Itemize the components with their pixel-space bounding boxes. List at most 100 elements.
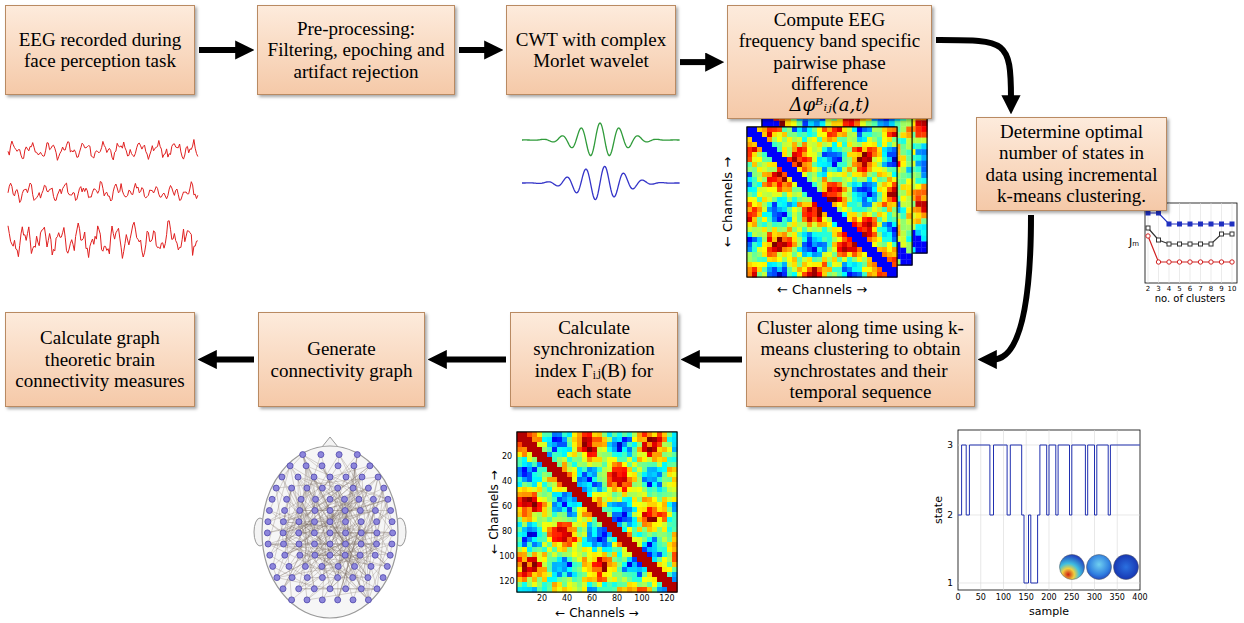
matrix-cell: [857, 192, 862, 197]
matrix-cell: [777, 137, 782, 142]
matrix-cell: [847, 162, 852, 167]
matrix-cell: [906, 121, 912, 127]
matrix-cell: [900, 202, 906, 208]
matrix-cell: [792, 187, 797, 192]
matrix-cell: [846, 241, 852, 247]
matrix-cell: [777, 227, 782, 232]
matrix-cell: [867, 212, 872, 217]
matrix-cell: [797, 167, 802, 172]
matrix-cell: [882, 132, 887, 137]
matrix-cell: [792, 227, 797, 232]
matrix-cell: [777, 217, 782, 222]
matrix-cell: [832, 137, 837, 142]
matrix-cell: [817, 147, 822, 152]
matrix-cell: [877, 121, 883, 127]
matrix-cell: [797, 222, 802, 227]
matrix-cell: [900, 121, 906, 127]
matrix-cell: [817, 202, 822, 207]
matrix-cell: [921, 230, 927, 236]
matrix-cell: [906, 207, 912, 213]
matrix-cell: [857, 187, 862, 192]
matrix-cell: [757, 177, 762, 182]
matrix-cell: [812, 166, 818, 172]
matrix-cell: [887, 207, 892, 212]
matrix-cell: [877, 192, 882, 197]
matrix-cell: [802, 192, 807, 197]
matrix-cell: [787, 192, 792, 197]
matrix-cell: [817, 132, 822, 137]
matrix-cell: [915, 178, 921, 184]
matrix-cell: [832, 157, 837, 162]
matrix-cell: [757, 162, 762, 167]
matrix-cell: [915, 207, 921, 213]
matrix-cell: [872, 147, 877, 152]
matrix-cell: [900, 150, 906, 156]
matrix-cell: [822, 192, 827, 197]
matrix-cell: [812, 212, 817, 217]
matrix-cell: [921, 166, 927, 172]
matrix-cell: [842, 147, 847, 152]
matrix-cell: [921, 132, 927, 138]
matrix-cell: [877, 147, 882, 152]
matrix-cell: [832, 172, 837, 177]
matrix-cell: [817, 227, 822, 232]
matrix-cell: [887, 212, 892, 217]
matrix-cell: [822, 137, 827, 142]
matrix-cell: [887, 172, 892, 177]
matrix-cell: [832, 162, 837, 167]
matrix-cell: [882, 192, 887, 197]
matrix-cell: [767, 157, 772, 162]
matrix-cell: [822, 217, 827, 222]
matrix-cell: [808, 121, 814, 127]
matrix-cell: [852, 167, 857, 172]
matrix-cell: [772, 142, 777, 147]
matrix-cell: [792, 202, 797, 207]
matrix-cell: [757, 157, 762, 162]
matrix-cell: [872, 207, 877, 212]
matrix-cell: [767, 172, 772, 177]
matrix-cell: [842, 187, 847, 192]
matrix-cell: [777, 177, 782, 182]
matrix-cell: [857, 127, 862, 132]
matrix-cell: [772, 197, 777, 202]
matrix-cell: [877, 202, 882, 207]
matrix-cell: [757, 127, 762, 132]
matrix-cell: [779, 121, 785, 127]
matrix-cell: [857, 157, 862, 162]
matrix-cell: [872, 187, 877, 192]
matrix-cell: [877, 137, 882, 142]
matrix-cell: [762, 172, 767, 177]
matrix-cell: [767, 197, 772, 202]
matrix-cell: [827, 217, 832, 222]
matrix-cell: [772, 127, 777, 132]
matrix-cell: [827, 202, 832, 207]
matrix-cell: [882, 187, 887, 192]
matrix-cell: [867, 142, 872, 147]
matrix-cell: [862, 217, 867, 222]
matrix-cell: [752, 127, 757, 132]
matrix-cell: [921, 120, 927, 126]
matrix-cell: [862, 187, 867, 192]
matrix-cell: [757, 222, 762, 227]
matrix-cell: [900, 219, 906, 225]
matrix-cell: [807, 217, 812, 222]
matrix-cell: [777, 142, 782, 147]
matrix-cell: [797, 157, 802, 162]
matrix-cell: [802, 121, 808, 127]
matrix-cell: [812, 241, 818, 247]
matrix-cell: [831, 236, 837, 242]
matrix-cell: [752, 132, 757, 137]
matrix-cell: [792, 127, 797, 132]
matrix-cell: [802, 157, 807, 162]
matrix-cell: [782, 177, 787, 182]
matrix-cell: [867, 217, 872, 222]
matrix-cell: [817, 217, 822, 222]
matrix-cell: [882, 177, 887, 182]
matrix-cell: [857, 217, 862, 222]
matrix-cell: [877, 212, 882, 217]
matrix-cell: [837, 152, 842, 157]
matrix-cell: [867, 147, 872, 152]
matrix-cell: [847, 227, 852, 232]
matrix-cell: [777, 162, 782, 167]
matrix-cell: [752, 192, 757, 197]
